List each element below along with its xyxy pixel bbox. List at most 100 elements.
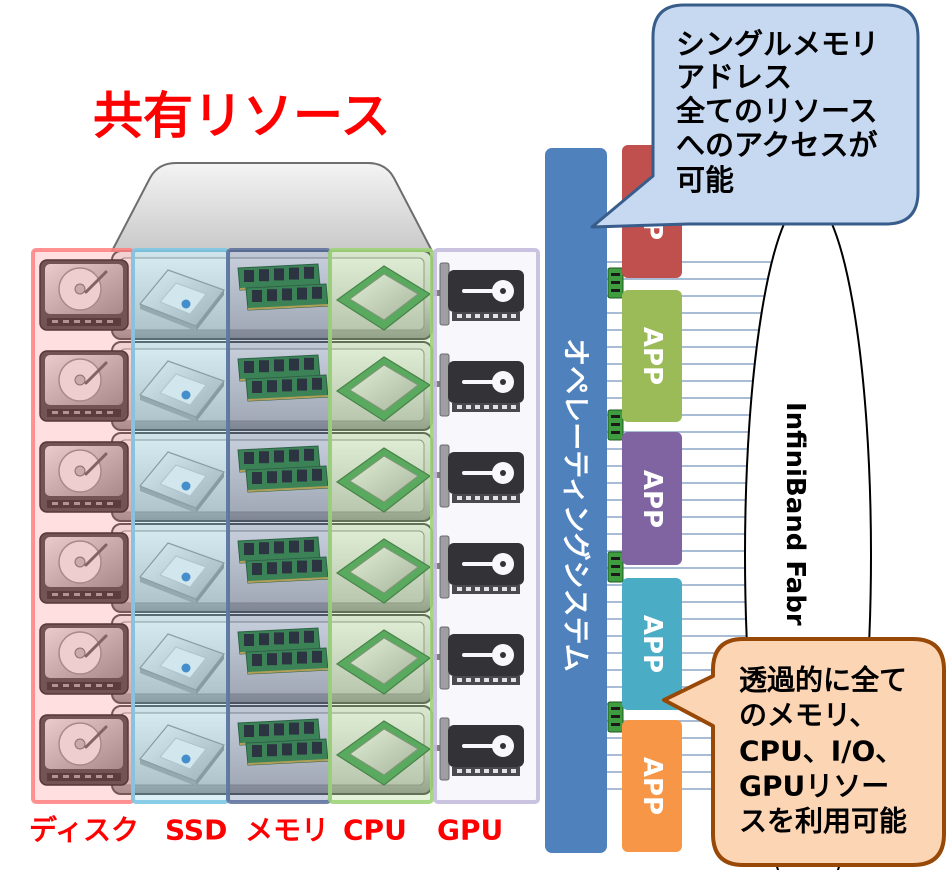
hdd-pin bbox=[85, 593, 91, 596]
memory-chip bbox=[312, 741, 322, 754]
memory-chip bbox=[282, 743, 292, 756]
gpu-pin bbox=[466, 405, 471, 409]
memory-chip bbox=[289, 631, 299, 644]
callout-line: アドレス bbox=[676, 60, 792, 94]
hdd-spindle bbox=[74, 283, 86, 295]
app-block-body bbox=[622, 720, 682, 852]
gpu-pin bbox=[502, 496, 507, 500]
hdd-pin bbox=[96, 502, 102, 505]
memory-column-highlight bbox=[226, 248, 332, 804]
gpu-card-icon bbox=[430, 444, 524, 508]
callout-line: 透過的に全て bbox=[739, 664, 907, 697]
memory-chip bbox=[282, 652, 292, 665]
memory-chip bbox=[297, 560, 307, 573]
gpu-pin bbox=[493, 587, 498, 591]
memory-chip bbox=[289, 267, 299, 280]
gpu-pin bbox=[502, 769, 507, 773]
gpu-card-icon bbox=[430, 353, 524, 417]
ssd-logo bbox=[181, 481, 191, 491]
chip-contact bbox=[611, 707, 620, 710]
gpu-pin bbox=[457, 314, 462, 318]
gpu-pin bbox=[457, 769, 462, 773]
memory-chip bbox=[259, 451, 269, 464]
hdd-pin bbox=[107, 502, 113, 505]
memory-chip bbox=[259, 633, 269, 646]
memory-chip bbox=[304, 448, 314, 461]
callout-bubble bbox=[590, 3, 920, 229]
hdd-pin bbox=[107, 320, 113, 323]
hdd-connector bbox=[47, 682, 121, 690]
chip-contact bbox=[611, 415, 620, 418]
memory-chip bbox=[252, 654, 262, 666]
transparent-resource-access-callout: 透過的に全て のメモリ、 CPU、I/O、 GPUリソー スを利用可能 bbox=[662, 637, 946, 867]
gpu-pin bbox=[457, 405, 462, 409]
callout-line: GPUリソー bbox=[739, 770, 889, 803]
hard-disk-icon bbox=[39, 259, 129, 331]
ssd-edge bbox=[196, 381, 224, 422]
server-row bbox=[39, 705, 524, 795]
memory-chip bbox=[274, 359, 284, 372]
ssd-edge bbox=[140, 395, 196, 422]
hard-disk-icon bbox=[39, 623, 129, 695]
callout-line: のメモリ、 bbox=[739, 699, 877, 732]
ssd-logo bbox=[181, 299, 191, 309]
gpu-pin bbox=[502, 314, 507, 318]
memory-chip bbox=[312, 650, 322, 663]
hdd-pin bbox=[63, 411, 69, 414]
app-label: APP bbox=[637, 470, 667, 528]
memory-chip bbox=[244, 452, 254, 464]
gpu-pin bbox=[493, 496, 498, 500]
memory-chip bbox=[267, 562, 277, 575]
app-label: APP bbox=[637, 615, 667, 673]
hdd-pin bbox=[52, 775, 58, 778]
memory-chip bbox=[304, 630, 314, 643]
hdd-pin bbox=[63, 593, 69, 596]
hdd-pin bbox=[96, 775, 102, 778]
cpu-heat-spreader bbox=[349, 546, 419, 594]
memory-chip bbox=[282, 470, 292, 483]
hdd-arm bbox=[84, 452, 108, 476]
gpu-pin bbox=[466, 314, 471, 318]
hdd-arm bbox=[84, 543, 108, 567]
hdd-pin bbox=[52, 411, 58, 414]
operating-system-bar bbox=[545, 148, 607, 853]
memory-module-icon bbox=[237, 445, 329, 493]
gpu-card-icon bbox=[430, 626, 524, 690]
gpu-pin bbox=[493, 678, 498, 682]
cpu-column-highlight bbox=[328, 248, 434, 804]
gpu-fan-hub bbox=[500, 652, 506, 658]
cpu-label: CPU bbox=[343, 814, 407, 847]
hdd-spindle bbox=[74, 556, 86, 568]
memory-chip bbox=[259, 269, 269, 282]
operating-system-label: オペレーティングシステム bbox=[560, 338, 593, 671]
gpu-pin bbox=[493, 314, 498, 318]
chip-contact bbox=[611, 565, 620, 568]
hdd-pin bbox=[96, 593, 102, 596]
hdd-pin bbox=[63, 775, 69, 778]
hdd-pin bbox=[63, 320, 69, 323]
ssd-label-plate bbox=[159, 555, 207, 588]
gpu-pin bbox=[484, 405, 489, 409]
memory-chip bbox=[252, 745, 262, 757]
memory-chip bbox=[259, 360, 269, 373]
hdd-pin bbox=[52, 684, 58, 687]
cpu-heat-spreader bbox=[349, 728, 419, 776]
gpu-pin bbox=[457, 587, 462, 591]
disk-column-highlight bbox=[31, 248, 135, 804]
memory-chip bbox=[267, 744, 277, 757]
server-row bbox=[39, 614, 524, 704]
gpu-fan-hub bbox=[500, 470, 506, 476]
gpu-pin bbox=[466, 496, 471, 500]
memory-chip bbox=[304, 721, 314, 734]
ssd-edge bbox=[196, 563, 224, 604]
memory-chip bbox=[297, 469, 307, 482]
gpu-fan-hub bbox=[500, 743, 506, 749]
gpu-pin bbox=[493, 769, 498, 773]
connector-chips bbox=[607, 267, 624, 733]
hdd-spindle bbox=[74, 647, 86, 659]
gpu-pin bbox=[511, 496, 516, 500]
ssd-icon bbox=[139, 724, 225, 786]
ssd-edge bbox=[140, 577, 196, 604]
callout-line: CPU、I/O、 bbox=[739, 735, 903, 768]
hdd-connector bbox=[47, 773, 121, 781]
